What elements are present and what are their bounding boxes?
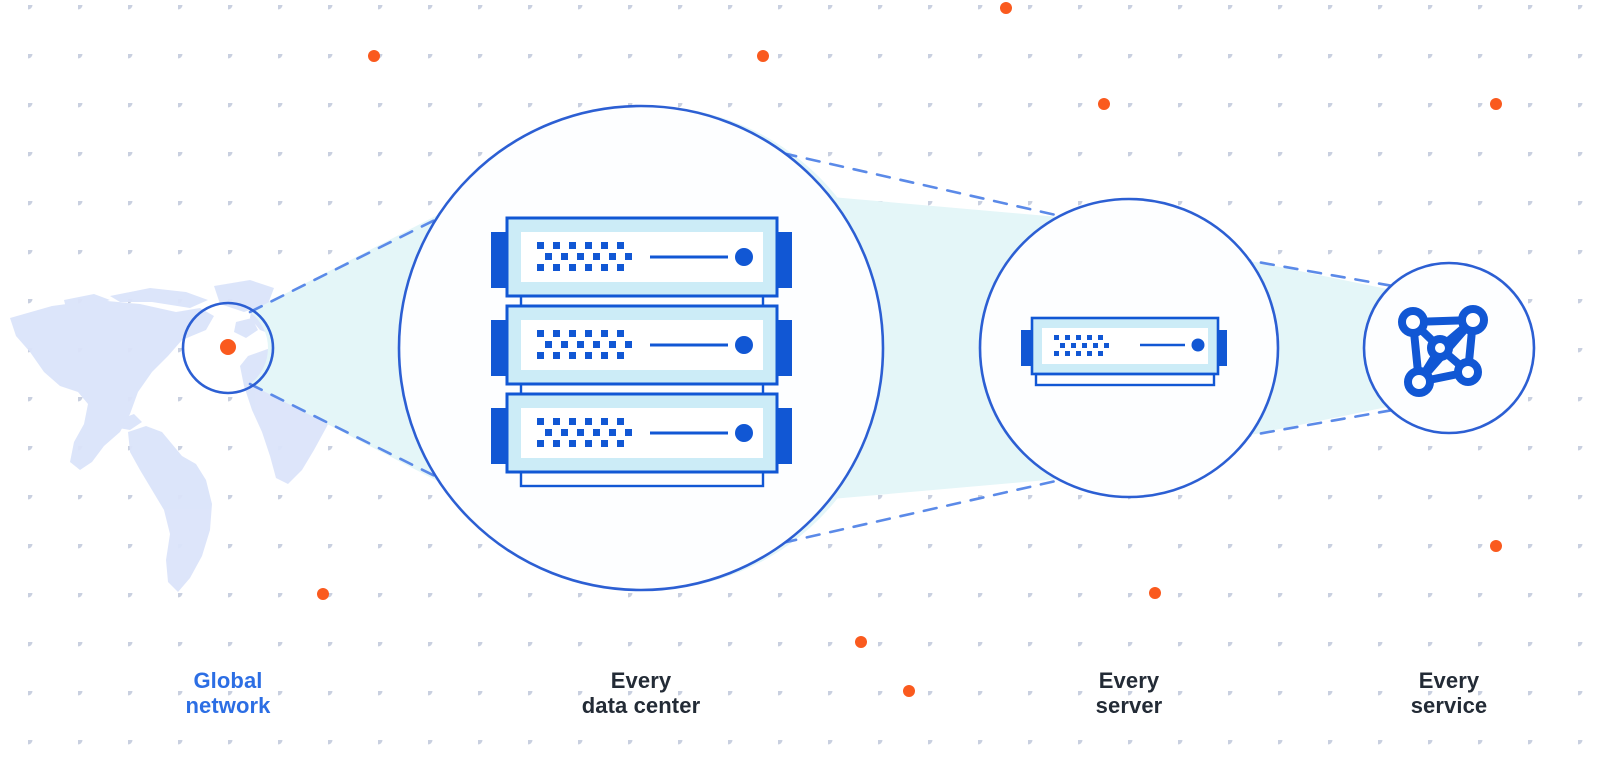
accent-dot (855, 636, 867, 648)
dash-bot-2 (758, 474, 1080, 550)
accent-dot (1490, 98, 1502, 110)
map-location-marker-dot (220, 339, 236, 355)
mesh-node-bottom-left (1404, 367, 1434, 397)
accent-dot (1000, 2, 1012, 14)
accent-dot (1149, 587, 1161, 599)
accent-dot (1098, 98, 1110, 110)
accent-dot (757, 50, 769, 62)
vent-grid-1 (537, 242, 632, 271)
server-unit-1 (491, 216, 792, 310)
label-data-center: Every data center (581, 668, 701, 718)
vent-grid-2 (537, 330, 632, 359)
label-global-network: Global network (185, 668, 271, 718)
label-service: Every service (1410, 668, 1488, 718)
accent-dot (317, 588, 329, 600)
server-unit-3 (491, 392, 792, 488)
mesh-node-top-right (1458, 305, 1488, 335)
accent-dot (1490, 540, 1502, 552)
accent-dot (368, 50, 380, 62)
mesh-node-center (1427, 335, 1453, 361)
server-unit-2 (491, 304, 792, 398)
vent-grid-3 (537, 418, 632, 447)
mesh-node-bottom-right (1454, 358, 1482, 386)
circle-global-network[interactable] (181, 301, 275, 395)
server-unit-single (1021, 316, 1227, 387)
funnel-server-to-service (1236, 258, 1392, 438)
mesh-node-top-left (1398, 307, 1428, 337)
vent-grid-single (1054, 335, 1109, 356)
label-server: Every server (1095, 668, 1163, 718)
accent-dot (903, 685, 915, 697)
dash-top-2 (758, 146, 1080, 222)
